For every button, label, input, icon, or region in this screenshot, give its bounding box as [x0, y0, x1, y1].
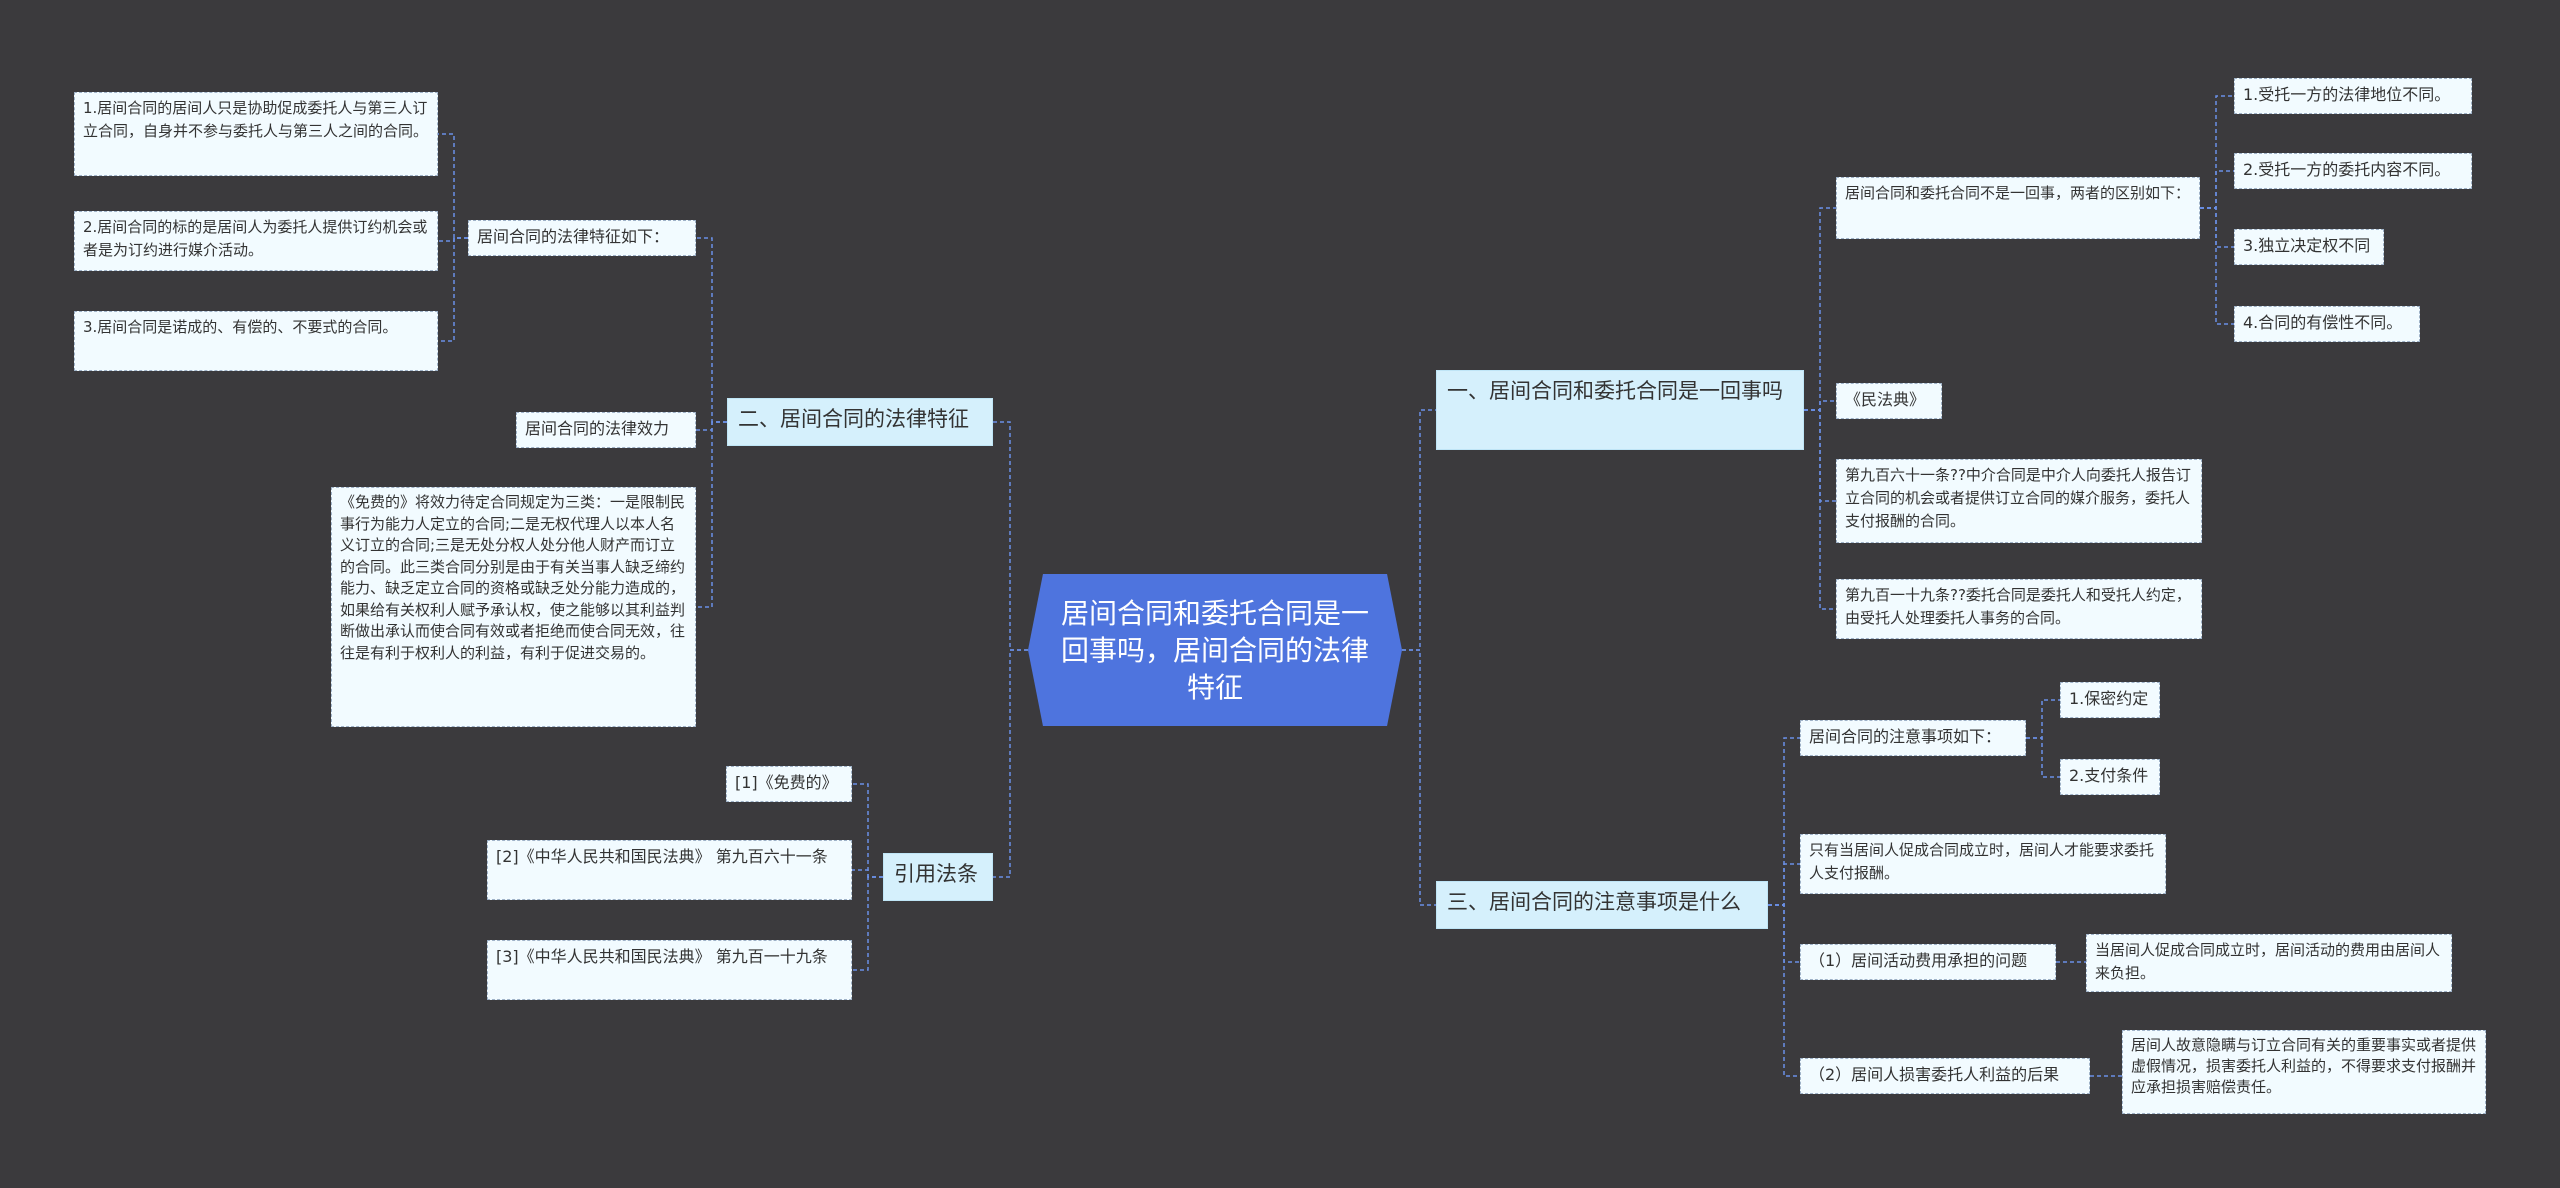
payment-rule-node[interactable]: 只有当居间人促成合同成立时，居间人才能要求委托人支付报酬。	[1800, 834, 2166, 894]
edge-root-refs	[993, 649, 1028, 878]
article-961-node[interactable]: 第九百六十一条??中介合同是中介人向委托人报告订立合同的机会或者提供订立合同的媒…	[1836, 459, 2202, 543]
edge-b1-art919	[1804, 409, 1836, 610]
legal-effect-node[interactable]: 居间合同的法律效力	[516, 412, 696, 448]
edge-b1-code	[1804, 400, 1836, 411]
edge-b3-pay	[1768, 863, 1800, 906]
edge-diff-4	[2200, 207, 2234, 325]
cost-issue-node[interactable]: （1）居间活动费用承担的问题	[1800, 944, 2056, 980]
harm-issue-node[interactable]: （2）居间人损害委托人利益的后果	[1800, 1058, 2090, 1094]
difference-item-3[interactable]: 3.独立决定权不同	[2234, 229, 2384, 265]
difference-item-2[interactable]: 2.受托一方的委托内容不同。	[2234, 153, 2472, 189]
reference-item-3[interactable]: [3]《中华人民共和国民法典》 第九百一十九条	[487, 940, 852, 1000]
features-intro-node[interactable]: 居间合同的法律特征如下：	[468, 220, 696, 256]
edge-b2-intro	[696, 237, 727, 423]
edge-root-branch3	[1402, 649, 1436, 906]
edge-feat-1	[438, 133, 468, 239]
branch-node-notes[interactable]: 三、居间合同的注意事项是什么	[1436, 881, 1768, 929]
edge-b3-harm	[1768, 904, 1800, 1077]
edge-feat-3	[438, 237, 468, 342]
root-node[interactable]: 居间合同和委托合同是一回事吗，居间合同的法律特征	[1028, 574, 1402, 726]
difference-item-4[interactable]: 4.合同的有偿性不同。	[2234, 306, 2420, 342]
edge-diff-1	[2200, 95, 2234, 209]
branch-node-features[interactable]: 二、居间合同的法律特征	[727, 398, 993, 446]
harm-answer-node[interactable]: 居间人故意隐瞒与订立合同有关的重要事实或者提供虚假情况，损害委托人利益的，不得要…	[2122, 1030, 2486, 1114]
edge-diff-3	[2200, 207, 2234, 248]
edge-root-branch1	[1402, 409, 1436, 651]
branch-node-references[interactable]: 引用法条	[883, 853, 993, 901]
edge-root-branch2	[993, 421, 1028, 651]
edge-note-1	[2026, 699, 2060, 739]
feature-item-1[interactable]: 1.居间合同的居间人只是协助促成委托人与第三人订立合同，自身并不参与委托人与第三…	[74, 92, 438, 176]
edge-b2-effectdetail	[696, 421, 727, 608]
edge-b3-intro	[1768, 737, 1800, 906]
edge-ref-2	[852, 869, 883, 878]
branch-node-difference[interactable]: 一、居间合同和委托合同是一回事吗	[1436, 370, 1804, 450]
edge-b1-diffintro	[1804, 207, 1836, 411]
edge-ref-3	[852, 876, 883, 971]
edge-feat-2	[438, 237, 468, 242]
article-919-node[interactable]: 第九百一十九条??委托合同是委托人和受托人约定，由受托人处理委托人事务的合同。	[1836, 579, 2202, 639]
difference-intro-node[interactable]: 居间合同和委托合同不是一回事，两者的区别如下：	[1836, 177, 2200, 239]
cost-answer-node[interactable]: 当居间人促成合同成立时，居间活动的费用由居间人来负担。	[2086, 934, 2452, 992]
civil-code-node[interactable]: 《民法典》	[1836, 383, 1942, 419]
legal-effect-detail-node[interactable]: 《免费的》将效力待定合同规定为三类：一是限制民事行为能力人定立的合同;二是无权代…	[331, 487, 696, 727]
note-payment[interactable]: 2.支付条件	[2060, 759, 2160, 795]
edge-ref-1	[852, 783, 883, 878]
feature-item-2[interactable]: 2.居间合同的标的是居间人为委托人提供订约机会或者是为订约进行媒介活动。	[74, 211, 438, 271]
note-confidentiality[interactable]: 1.保密约定	[2060, 682, 2160, 718]
reference-item-1[interactable]: [1]《免费的》	[726, 766, 852, 802]
edge-note-2	[2026, 737, 2060, 778]
difference-item-1[interactable]: 1.受托一方的法律地位不同。	[2234, 78, 2472, 114]
feature-item-3[interactable]: 3.居间合同是诺成的、有偿的、不要式的合同。	[74, 311, 438, 371]
notes-intro-node[interactable]: 居间合同的注意事项如下：	[1800, 720, 2026, 756]
edge-diff-2	[2200, 170, 2234, 209]
reference-item-2[interactable]: [2]《中华人民共和国民法典》 第九百六十一条	[487, 840, 852, 900]
